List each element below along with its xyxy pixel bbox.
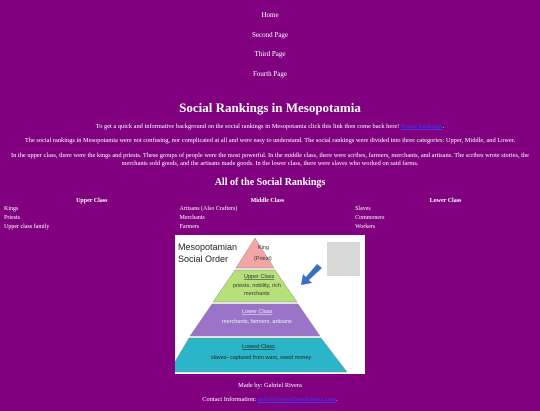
- table-header-row: Upper Class Middle Class Lower Class: [4, 196, 536, 206]
- pyramid-tier-lower: [189, 303, 321, 337]
- classes-paragraph: In the upper class, there were the kings…: [11, 152, 529, 167]
- pyramid-lower-label: Lower Class: [242, 309, 273, 315]
- table-cell: Commoners: [355, 215, 385, 221]
- pyramid-upper-sub1: priests, nobility, rich: [233, 283, 281, 289]
- table-row: Kings Artisans (Also Crafters) Slaves: [4, 206, 536, 215]
- pyramid-graphic: Mesopotamian Social Order King (Priest) …: [175, 235, 365, 374]
- section-title: All of the Social Rankings: [214, 177, 326, 188]
- pyramid-upper-sub2: merchants: [244, 291, 270, 297]
- table-row: Priests Merchants Commoners: [4, 215, 536, 224]
- nav-link-second-page[interactable]: Second Page: [252, 30, 288, 39]
- top-nav: Home Second Page Third Page Fourth Page: [0, 6, 540, 84]
- pyramid-upper-label: Upper Class: [244, 274, 275, 280]
- pyramid-tier-king: [235, 237, 275, 269]
- nav-link-fourth-page[interactable]: Fourth Page: [252, 69, 288, 78]
- contact-label: Contact Information:: [202, 396, 257, 403]
- footer-credit: Made by: Gabriel Rivera: [238, 382, 302, 389]
- pyramid-king-sub: (Priest): [254, 256, 272, 262]
- intro-text: To get a quick and informative backgroun…: [95, 123, 400, 130]
- pyramid-lower-sub: merchants, farmers, artisans: [222, 319, 292, 325]
- table-header-upper: Upper Class: [76, 198, 108, 204]
- social-pyramid-image: Mesopotamian Social Order King (Priest) …: [175, 235, 365, 374]
- footer-contact: Contact Information: gabrielrivera@mydom…: [0, 396, 540, 403]
- intro-text-end: .: [442, 123, 445, 130]
- pyramid-lowest-label: Lowest Class: [242, 344, 275, 350]
- pyramid-tier-lowest: [175, 337, 348, 373]
- pyramid-title-line1: Mesopotamian: [178, 242, 237, 252]
- nav-link-third-page[interactable]: Third Page: [254, 50, 286, 58]
- placeholder-box: [327, 242, 360, 276]
- table-cell: Workers: [355, 224, 376, 230]
- contact-email-link[interactable]: gabrielrivera@mydomain.com: [257, 396, 337, 403]
- overview-paragraph: The social rankings in Mesopotamia were …: [24, 137, 516, 144]
- table-row: Upper class family Farmers Workers: [4, 224, 536, 233]
- nav-link-home[interactable]: Home: [261, 11, 279, 19]
- table-cell: Farmers: [179, 224, 200, 230]
- table-header-lower: Lower Class: [429, 198, 462, 204]
- contact-end: .: [336, 396, 338, 403]
- table-cell: Priests: [4, 215, 21, 221]
- pyramid-title-line2: Social Order: [178, 254, 228, 264]
- rankings-table: Upper Class Middle Class Lower Class Kin…: [4, 196, 536, 233]
- pyramid-king-label: King: [258, 245, 269, 251]
- table-cell: Upper class family: [4, 224, 50, 230]
- social-rankings-link[interactable]: Social Rankings: [400, 123, 443, 130]
- table-cell: Kings: [4, 206, 19, 212]
- arrow-icon: [301, 264, 322, 285]
- table-cell: Slaves: [355, 206, 371, 212]
- table-header-middle: Middle Class: [250, 198, 285, 204]
- pyramid-lowest-sub: slaves- captured from wars, owed money: [211, 355, 312, 361]
- page-title: Social Rankings in Mesopotamia: [179, 100, 361, 115]
- pyramid-tier-upper: [212, 269, 298, 303]
- table-cell: Merchants: [179, 215, 205, 221]
- table-cell: Artisans (Also Crafters): [179, 206, 238, 212]
- intro-paragraph: To get a quick and informative backgroun…: [6, 123, 534, 131]
